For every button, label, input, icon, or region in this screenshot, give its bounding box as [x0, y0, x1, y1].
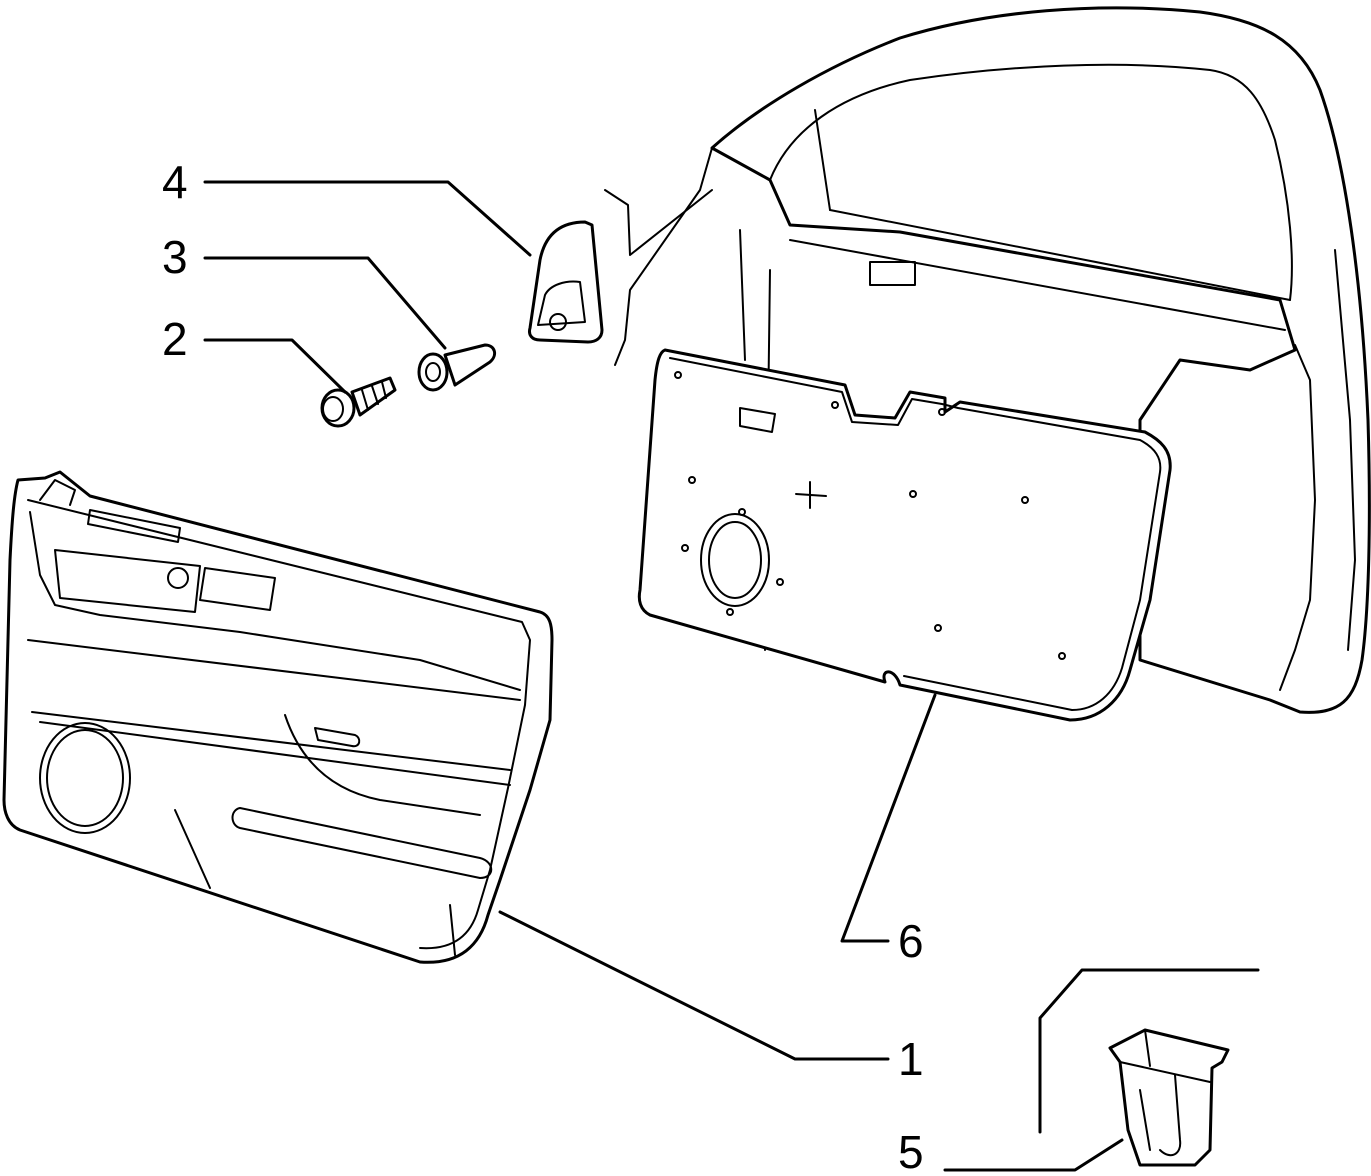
leader-1 — [498, 910, 890, 1061]
callout-6: 6 — [898, 915, 924, 967]
leader-lines — [203, 180, 1260, 1172]
leader-4 — [203, 180, 532, 257]
leader-3 — [203, 256, 447, 350]
part-4-trim-clip — [528, 220, 604, 344]
part-1-door-trim-panel — [2, 470, 554, 964]
part-6-inner-panel — [637, 348, 1172, 722]
part-3-retaining-pin — [417, 343, 497, 392]
callout-4: 4 — [162, 156, 188, 208]
part-2-screw — [320, 376, 397, 428]
part-5-clip — [1108, 1028, 1230, 1167]
callout-2: 2 — [162, 313, 188, 365]
door-frame — [604, 6, 1371, 714]
leader-2 — [203, 338, 347, 394]
callout-1: 1 — [898, 1033, 924, 1085]
callout-labels: 4 3 2 1 6 5 — [162, 156, 924, 1176]
callout-3: 3 — [162, 231, 188, 283]
callout-5: 5 — [898, 1126, 924, 1176]
leader-5 — [943, 1138, 1124, 1172]
leader-5-guide — [1038, 968, 1260, 1134]
leader-6 — [840, 693, 937, 943]
